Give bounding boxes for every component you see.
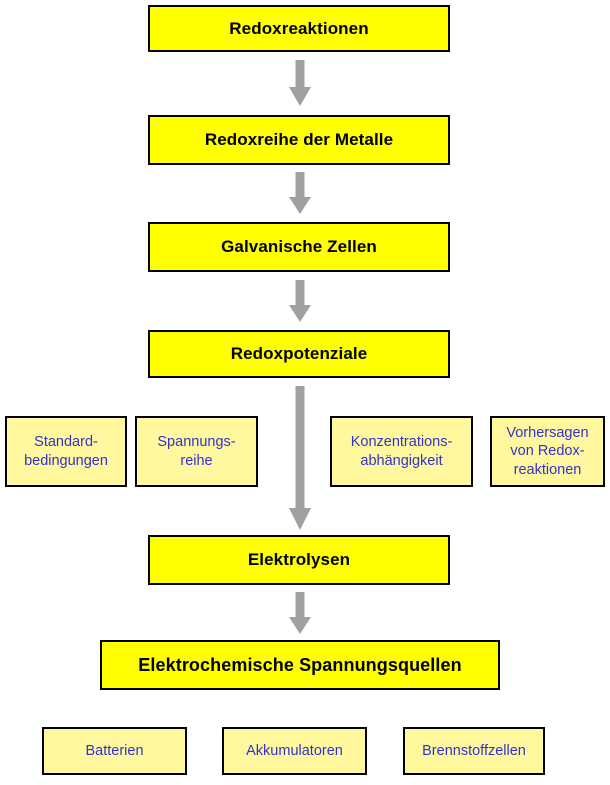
node-label: Redoxreihe der Metalle [204,130,394,150]
subnode-label: Batterien [85,742,144,759]
node-elektrochemische-spannungsquellen[interactable]: Elektrochemische Spannungsquellen [100,640,500,690]
node-label: Elektrochemische Spannungsquellen [138,654,462,675]
node-redoxreaktionen[interactable]: Redoxreaktionen [148,5,450,52]
subnode-vorhersagen-von-redoxreaktionen[interactable]: Vorhersagen von Redox- reaktionen [490,416,605,487]
subnode-label: Spannungs- reihe [157,434,236,469]
subnode-label: Standard- bedingungen [24,434,108,469]
subnode-label: Konzentrations- abhängigkeit [350,434,453,469]
subnode-batterien[interactable]: Batterien [42,727,187,775]
subnode-label: Brennstoffzellen [422,742,526,759]
node-elektrolysen[interactable]: Elektrolysen [148,535,450,585]
subnode-akkumulatoren[interactable]: Akkumulatoren [222,727,367,775]
subnode-standardbedingungen[interactable]: Standard- bedingungen [5,416,127,487]
subnode-spannungsreihe[interactable]: Spannungs- reihe [135,416,258,487]
arrow-down-icon [288,60,312,108]
node-label: Redoxreaktionen [229,18,369,38]
arrow-down-long-icon [288,386,312,532]
subnode-label: Akkumulatoren [246,742,343,759]
node-label: Redoxpotenziale [230,344,368,364]
node-label: Galvanische Zellen [221,237,377,257]
node-redoxpotenziale[interactable]: Redoxpotenziale [148,330,450,378]
node-galvanische-zellen[interactable]: Galvanische Zellen [148,222,450,272]
subnode-label: Vorhersagen von Redox- reaktionen [506,425,589,478]
subnode-brennstoffzellen[interactable]: Brennstoffzellen [403,727,545,775]
subnode-konzentrationsabhaengigkeit[interactable]: Konzentrations- abhängigkeit [330,416,473,487]
arrow-down-icon [288,592,312,636]
arrow-down-icon [288,172,312,216]
node-redoxreihe-der-metalle[interactable]: Redoxreihe der Metalle [148,115,450,165]
arrow-down-icon [288,280,312,324]
node-label: Elektrolysen [247,550,351,570]
